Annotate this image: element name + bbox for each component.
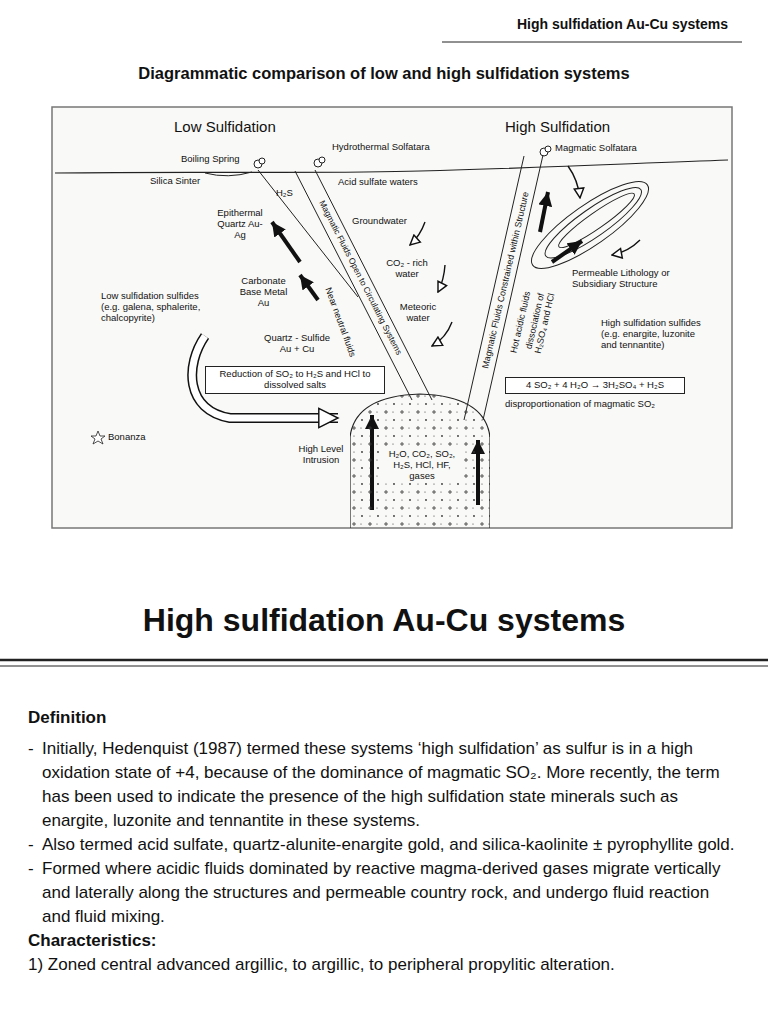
subheading: Characteristics:	[28, 929, 742, 953]
section-heading: High sulfidation Au-Cu systems	[0, 602, 768, 639]
body-text: Initially, Hedenquist (1987) termed thes…	[42, 737, 742, 833]
body-text: Formed where acidic fluids dominated by …	[42, 857, 742, 929]
fluid-arrow	[272, 222, 300, 262]
water-label: Groundwater	[352, 216, 407, 227]
deposit-label: Quartz - Sulfide Au + Cu	[262, 333, 332, 355]
deposit-label: Carbonate Base Metal Au	[236, 276, 291, 309]
gas-list: H₂O, CO₂, SO₂, H₂S, HCl, HF, gases	[380, 448, 464, 483]
permeable-lens	[521, 168, 659, 281]
solfatara-symbol	[259, 158, 265, 164]
water-arrow	[410, 222, 425, 245]
water-label: CO₂ - rich water	[382, 258, 432, 280]
fluid-arrow	[300, 275, 318, 300]
body-text: 1) Zoned central advanced argillic, to a…	[28, 953, 742, 977]
sulfide-note: Low sulfidation sulfides (e.g. galena, s…	[101, 291, 201, 324]
text-row: -Formed where acidic fluids dominated by…	[28, 857, 742, 929]
text-row: 1) Zoned central advanced argillic, to a…	[28, 953, 742, 977]
water-arrow	[568, 166, 580, 198]
ground-surface	[55, 160, 728, 173]
process-box: Reduction of SO₂ to H₂S and HCl to disso…	[205, 366, 385, 394]
figure-frame	[52, 107, 732, 528]
figure-frame	[52, 107, 732, 528]
body-text-block: Definition -Initially, Hedenquist (1987) …	[28, 706, 742, 977]
feature-label: Acid sulfate waters	[338, 177, 418, 188]
figure-title: Diagrammatic comparison of low and high …	[0, 64, 768, 83]
section-rule	[0, 660, 768, 666]
page-header: High sulfidation Au-Cu systems	[420, 16, 728, 32]
section-rule	[0, 666, 768, 667]
deposit-label: Epithermal Quartz Au-Ag	[214, 208, 266, 241]
system-title: High Sulfidation	[505, 118, 610, 135]
header-rule	[442, 42, 742, 43]
fluid-arrow	[552, 241, 582, 262]
water-arrow	[438, 265, 445, 292]
text-row: -Initially, Hedenquist (1987) termed the…	[28, 737, 742, 833]
system-title: Low Sulfidation	[174, 118, 276, 135]
bonanza-star	[91, 431, 105, 444]
feature-label: Silica Sinter	[150, 176, 200, 187]
fluid-arrow	[272, 192, 582, 510]
solfatara-symbol	[545, 146, 551, 152]
feature-label: Boiling Spring	[181, 154, 240, 165]
bullet-dash: -	[28, 833, 42, 857]
permeable-lens	[554, 187, 639, 253]
water-arrow	[612, 240, 640, 255]
equation-note: disproportionation of magmatic SO₂	[505, 399, 655, 410]
intrusion-outline	[350, 394, 490, 528]
header-rule	[442, 42, 742, 43]
text-row: -Also termed acid sulfate, quartz-alunit…	[28, 833, 742, 857]
silica-sinter	[205, 172, 252, 176]
feature-label: Permeable Lithology or Subsidiary Struct…	[572, 268, 672, 290]
water-arrow	[432, 322, 452, 346]
section-rule	[0, 659, 768, 662]
solfatara-symbol	[319, 157, 325, 163]
intrusion-body: High Level IntrusionH₂O, CO₂, SO₂, H₂S, …	[350, 392, 490, 528]
silica-sinter	[205, 172, 252, 176]
ground-surface	[55, 160, 728, 173]
subheading: Definition	[28, 706, 742, 730]
intrusion-heading: High Level Intrusion	[294, 444, 348, 466]
bullet-dash: -	[28, 857, 42, 929]
equation-box: 4 SO₂ + 4 H₂O → 3H₂SO₄ + H₂S	[505, 377, 685, 394]
sulfide-note: High sulfidation sulfides (e.g. enargite…	[601, 318, 711, 351]
feature-label: Magmatic Solfatara	[555, 143, 637, 154]
water-label: Meteoric water	[398, 302, 438, 324]
box-text: Reduction of SO₂ to H₂S and HCl to disso…	[211, 369, 379, 391]
bonanza-star	[91, 431, 105, 444]
permeable-lens	[521, 168, 659, 281]
permeable-lens	[538, 178, 649, 267]
feature-label: Hydrothermal Solfatara	[332, 142, 430, 153]
text-row: Characteristics:	[28, 929, 742, 953]
text-row: Definition	[28, 706, 742, 730]
gas-label: H₂S	[276, 188, 293, 199]
bullet-dash: -	[28, 737, 42, 833]
box-text: 4 SO₂ + 4 H₂O → 3H₂SO₄ + H₂S	[511, 380, 679, 391]
fluid-arrow	[540, 192, 548, 232]
legend-note: Bonanza	[108, 432, 146, 443]
body-text: Also termed acid sulfate, quartz-alunite…	[42, 833, 742, 857]
